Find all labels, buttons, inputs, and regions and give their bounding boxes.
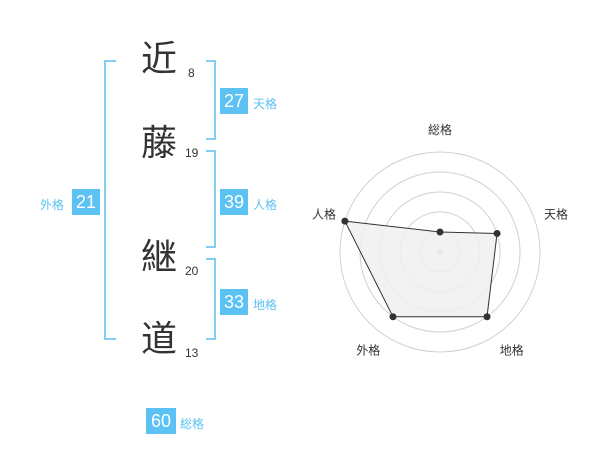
radar-axis-label-4: 外格	[356, 343, 380, 358]
tenkaku-bracket	[206, 60, 216, 140]
radar-point-4	[389, 313, 397, 321]
chikaku-value: 33	[220, 289, 248, 315]
stroke-count-1: 8	[188, 66, 195, 80]
radar-axis-label-3: 地格	[500, 343, 524, 358]
stroke-count-4: 13	[185, 346, 199, 360]
jinkaku-label: 人格	[253, 198, 278, 212]
radar-axis-label-2: 天格	[544, 206, 568, 221]
radar-points	[341, 217, 501, 321]
radar-point-2	[493, 229, 501, 237]
stroke-count-2: 19	[185, 146, 199, 160]
chikaku-bracket	[206, 258, 216, 340]
name-char-1: 近	[141, 39, 178, 80]
chikaku-label: 地格	[253, 298, 278, 312]
name-char-3: 継	[141, 237, 178, 278]
soukaku-value: 60	[146, 408, 176, 434]
gaikaku-bracket	[104, 60, 116, 340]
gaikaku-value: 21	[72, 189, 100, 215]
radar-polygon	[344, 220, 498, 318]
jinkaku-value: 39	[220, 189, 248, 215]
jinkaku-bracket	[206, 150, 216, 248]
soukaku-label: 総格	[180, 417, 205, 431]
gaikaku-label: 外格	[40, 198, 65, 212]
radar-point-5	[341, 217, 349, 225]
name-char-2: 藤	[141, 123, 178, 164]
radar-axis-label-1: 総格	[428, 122, 452, 137]
name-char-4: 道	[141, 319, 178, 360]
stroke-count-3: 20	[185, 264, 199, 278]
radar-ring	[339, 151, 541, 353]
tenkaku-label: 天格	[253, 97, 278, 111]
tenkaku-value: 27	[220, 88, 248, 114]
radar-point-1	[436, 228, 444, 236]
radar-axis-label-5: 人格	[312, 206, 336, 221]
radar-point-3	[483, 313, 491, 321]
